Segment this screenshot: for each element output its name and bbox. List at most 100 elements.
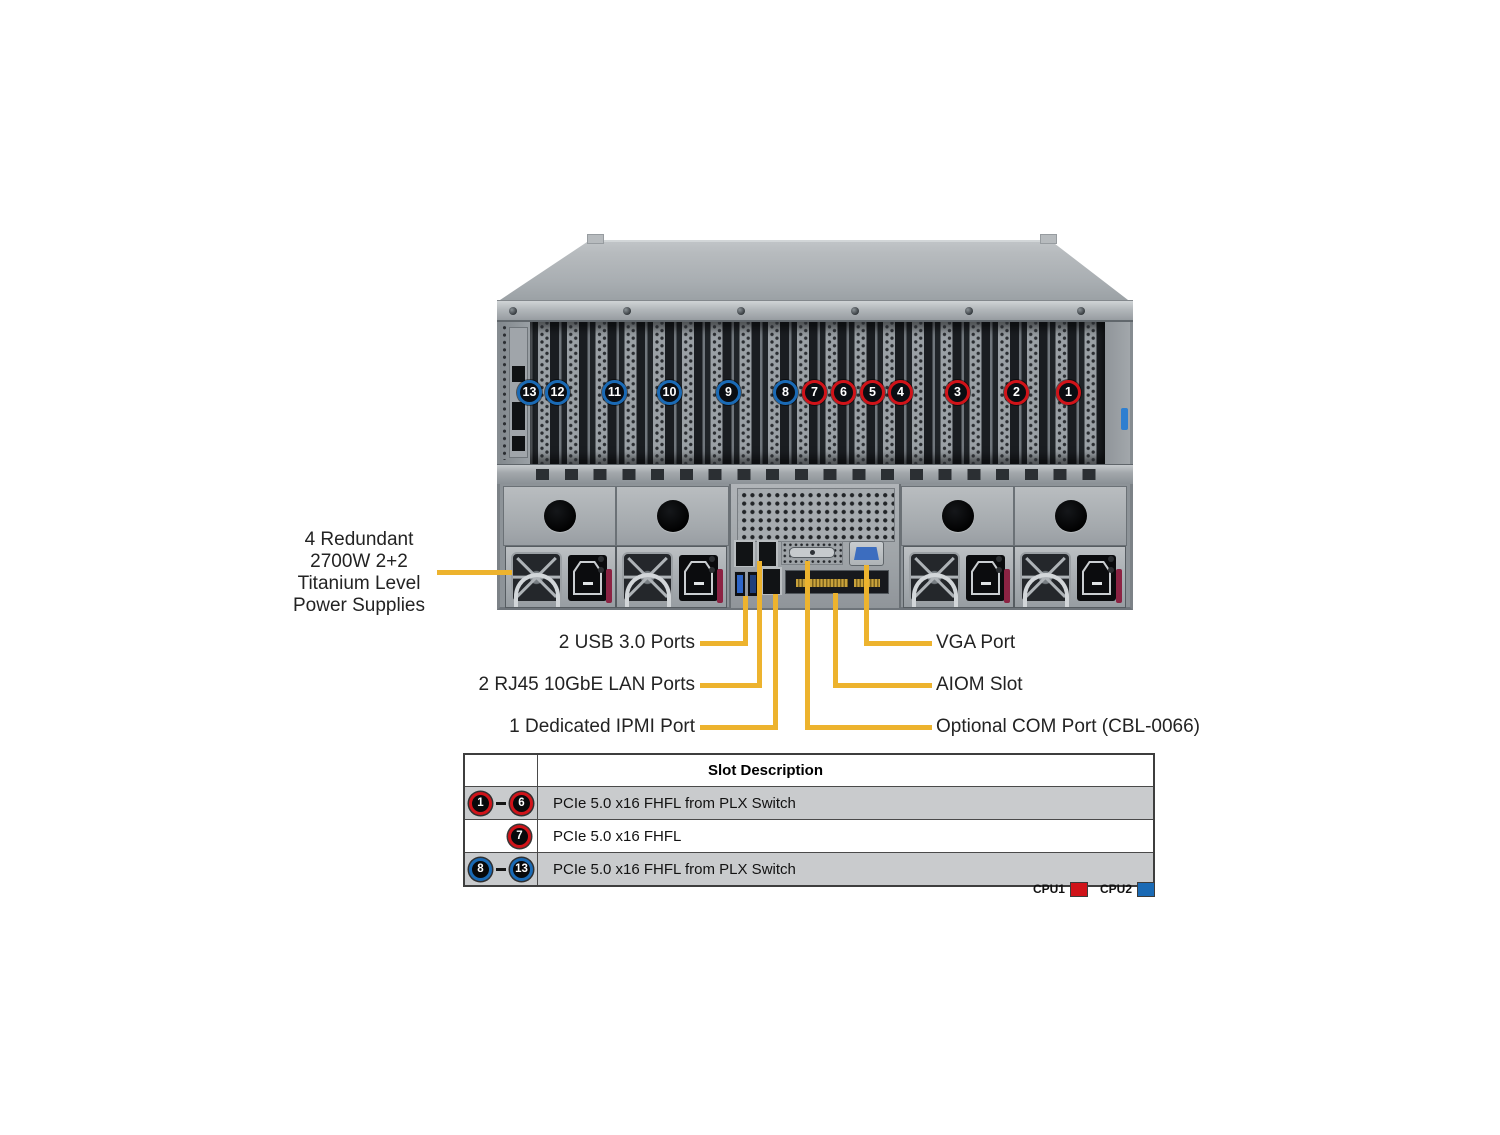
callout-line-com-v [805, 561, 810, 730]
usb3-port-1 [734, 571, 746, 597]
callout-line-lan-h [700, 683, 762, 688]
slot-badge-5: 5 [860, 380, 885, 405]
callout-line-ipmi-v [773, 594, 778, 730]
psu-label-line: 4 Redundant [304, 529, 414, 550]
table-header-label: Slot Description [708, 762, 824, 779]
table-badge-8: 8 [469, 857, 492, 881]
ac-socket [1082, 561, 1111, 595]
chassis-top-lid [497, 240, 1133, 302]
table-badge-1: 1 [469, 791, 492, 815]
screw-icon [1077, 307, 1085, 315]
fan-hole [543, 500, 576, 532]
psu-callout-label: 4 Redundant 2700W 2+2 Titanium Level Pow… [286, 529, 432, 617]
psu-bay [901, 486, 1014, 546]
left-io-connector [512, 366, 525, 382]
legend-label: CPU1 [1032, 882, 1065, 896]
ipmi-callout-label: 1 Dedicated IPMI Port [509, 716, 695, 737]
ac-socket [573, 561, 602, 595]
slot-badge-1: 1 [1056, 380, 1081, 405]
psu-handle [912, 573, 958, 607]
callout-line-usb-v [743, 596, 748, 646]
slot-badge-13: 13 [517, 380, 542, 405]
lan-port-2 [757, 540, 778, 567]
psu-bay [503, 486, 616, 546]
screw-icon [851, 307, 859, 315]
psu-led [598, 556, 604, 562]
usb-tongue [737, 575, 743, 593]
com-callout-label: Optional COM Port (CBL-0066) [936, 716, 1200, 737]
psu-release-tab [717, 569, 723, 603]
aiom-slot [785, 570, 889, 594]
psu-led [709, 556, 715, 562]
callout-line-com-h [805, 725, 932, 730]
ac-inlet [568, 555, 607, 601]
table-header-row: Slot Description [465, 755, 1153, 786]
table-header-badge-cell [465, 755, 538, 786]
vent-grid [737, 488, 895, 542]
top-rail [497, 300, 1133, 322]
ipmi-port [761, 567, 782, 595]
psu-module [505, 546, 616, 608]
lower-panel [497, 484, 1133, 610]
lid-tab-right [1040, 234, 1057, 244]
callout-line-aiom-h [833, 683, 932, 688]
psu-release-tab [606, 569, 612, 603]
callout-line-aiom-v [833, 593, 838, 688]
psu-label-line: 2700W 2+2 [310, 551, 408, 572]
callout-line-ipmi-h [700, 725, 778, 730]
ac-socket-inner [575, 563, 600, 593]
psu-label-line: Titanium Level [297, 573, 421, 594]
vga-port [849, 541, 884, 566]
legend-label: CPU2 [1099, 882, 1132, 896]
callout-line-vga-h [864, 641, 932, 646]
table-badge-13: 13 [510, 857, 533, 881]
cpu-legend: CPU1 CPU2 [463, 880, 1155, 898]
ac-pin [980, 581, 991, 585]
ac-inlet [966, 555, 1005, 601]
psu-module [1014, 546, 1126, 608]
vga-callout-label: VGA Port [936, 632, 1016, 653]
lid-tab-left [587, 234, 604, 244]
slot-badge-8: 8 [773, 380, 798, 405]
left-io-connector [512, 402, 525, 430]
right-edge-panel [1105, 322, 1130, 464]
ac-socket-inner [973, 563, 998, 593]
ac-pin [693, 581, 704, 585]
psu-release-tab [1116, 569, 1122, 603]
callout-line-lan-v [757, 561, 762, 688]
slot-badge-10: 10 [657, 380, 682, 405]
slot-badge-2: 2 [1004, 380, 1029, 405]
ac-socket-inner [686, 563, 711, 593]
psu-handle [514, 573, 560, 607]
usb-callout-label: 2 USB 3.0 Ports [558, 632, 695, 653]
ac-inlet [1077, 555, 1116, 601]
table-badge-cell: 8 13 [465, 853, 538, 885]
ac-socket [684, 561, 713, 595]
left-io-connector [512, 436, 525, 451]
slot-description-cell: PCIe 5.0 x16 FHFL from PLX Switch [553, 860, 796, 878]
slot-badge-6: 6 [831, 380, 856, 405]
slot-badge-7: 7 [802, 380, 827, 405]
table-row: 8 13 PCIe 5.0 x16 FHFL from PLX Switch [465, 852, 1153, 885]
psu-release-tab [1004, 569, 1010, 603]
psu-module [903, 546, 1014, 608]
fan-hole [656, 500, 689, 532]
screw-icon [623, 307, 631, 315]
fan-hole [941, 500, 974, 532]
callout-line-vga-v [864, 565, 869, 646]
slot-description-cell: PCIe 5.0 x16 FHFL [553, 827, 682, 845]
legend-item-cpu2: CPU2 [1099, 881, 1155, 897]
psu-label-line: Power Supplies [292, 595, 426, 616]
psu-bay [1014, 486, 1127, 546]
server-rear-chassis [497, 232, 1133, 610]
callout-line-usb-h [700, 641, 748, 646]
com-knockout-area [781, 541, 843, 565]
table-badge-6: 6 [510, 791, 533, 815]
slot-badge-4: 4 [888, 380, 913, 405]
ac-pin [1091, 581, 1102, 585]
badge-range-dash [496, 867, 506, 871]
ac-socket [971, 561, 1000, 595]
